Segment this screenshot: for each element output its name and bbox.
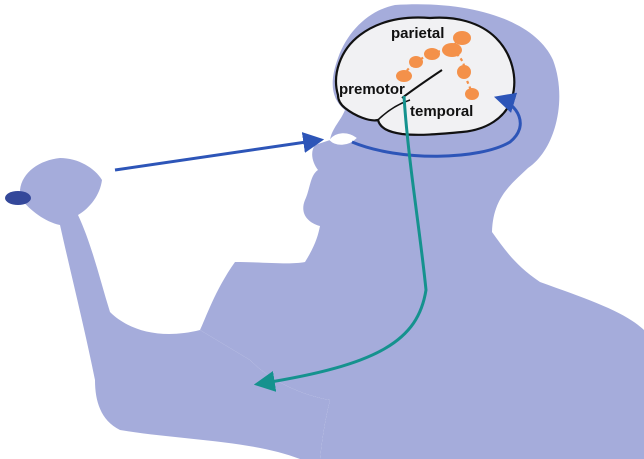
held-object <box>5 191 31 205</box>
label-temporal: temporal <box>410 103 473 120</box>
label-parietal: parietal <box>391 25 444 42</box>
visual-input-arrow <box>115 140 320 170</box>
label-premotor: premotor <box>339 81 405 98</box>
